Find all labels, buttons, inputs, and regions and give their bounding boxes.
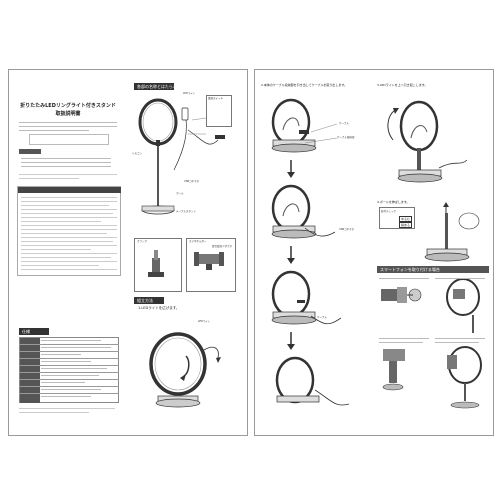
phone-holder-icon [194, 252, 224, 270]
label-tight: 締める [399, 222, 413, 228]
label-cable: ケーブル [339, 122, 349, 125]
specs-header: 仕様 [19, 328, 49, 335]
specs-table [19, 337, 119, 403]
label-loose: ゆるむ [399, 216, 413, 222]
parts-column: 各部の名称とはたらき LEDライト 電源スイッチ リモコン USBコネクタ ポー… [128, 70, 247, 435]
step3-column: 3.LEDライトを上へ引き起こします。 4.ポールを伸ばします。 取付チェック … [373, 70, 493, 435]
step3-illustration [387, 100, 468, 183]
contents-box [29, 134, 109, 145]
label-led-light-2: LEDライト [198, 320, 211, 323]
step4-illustration [424, 202, 480, 262]
label-clamp: クランプ [137, 240, 147, 243]
left-column: 折りたたみLEDリングライト付きスタンド 取扱説明書 [9, 70, 127, 435]
clamp-icon [148, 250, 164, 277]
parts-header: 各部の名称とはたらき [134, 83, 174, 90]
parts-diagram [138, 98, 225, 215]
right-page: 2.本体のケーブル収納部を引き出してケーブルを取り出します。 [254, 69, 494, 436]
label-power-switch: 電源スイッチ [208, 97, 224, 100]
label-check: 取付チェック [381, 210, 397, 213]
label-pole: ポール [176, 192, 184, 195]
label-cable-2: ケーブル [317, 316, 327, 319]
step1-illustration [149, 332, 221, 408]
check-box [379, 207, 415, 229]
step4-caption: 4.ポールを伸ばします。 [377, 200, 410, 204]
setup-header: 組立方法 [134, 297, 164, 304]
label-cable-storage: ケーブル収納部 [337, 136, 355, 139]
label-usb: USBコネクタ [339, 228, 355, 231]
step3-caption: 3.LEDライトを上へ引き起こします。 [377, 83, 428, 87]
label-adapter: 雲台変換アダプタ [212, 245, 233, 248]
smartphone-header: スマートフォンを取り付ける場合 [377, 266, 489, 273]
warnings-header [18, 187, 121, 193]
smartphone-illustrations [381, 278, 482, 409]
label-usb-connector: USBコネクタ [184, 180, 200, 183]
holder-box [186, 238, 236, 292]
step2-column: 2.本体のケーブル収納部を引き出してケーブルを取り出します。 [255, 70, 373, 435]
document-title: 折りたたみLEDリングライト付きスタンド [20, 103, 116, 109]
contents-header [19, 149, 41, 154]
document-subtitle: 取扱説明書 [55, 111, 81, 117]
label-holder: スマホホルダー [189, 240, 207, 243]
step2-illustrations [271, 98, 350, 406]
label-remote: リモコン [132, 152, 143, 155]
clamp-box [134, 238, 182, 292]
remote-callout [206, 95, 232, 127]
step2-caption: 2.本体のケーブル収納部を引き出してケーブルを取り出します。 [261, 83, 348, 87]
left-page: 折りたたみLEDリングライト付きスタンド 取扱説明書 [8, 69, 248, 436]
warnings-box [17, 186, 121, 276]
label-led-light: LEDライト [183, 92, 196, 95]
label-base: テーブルスタンド [176, 210, 196, 213]
step1-caption: 1.LEDライトを広げます。 [138, 306, 180, 310]
